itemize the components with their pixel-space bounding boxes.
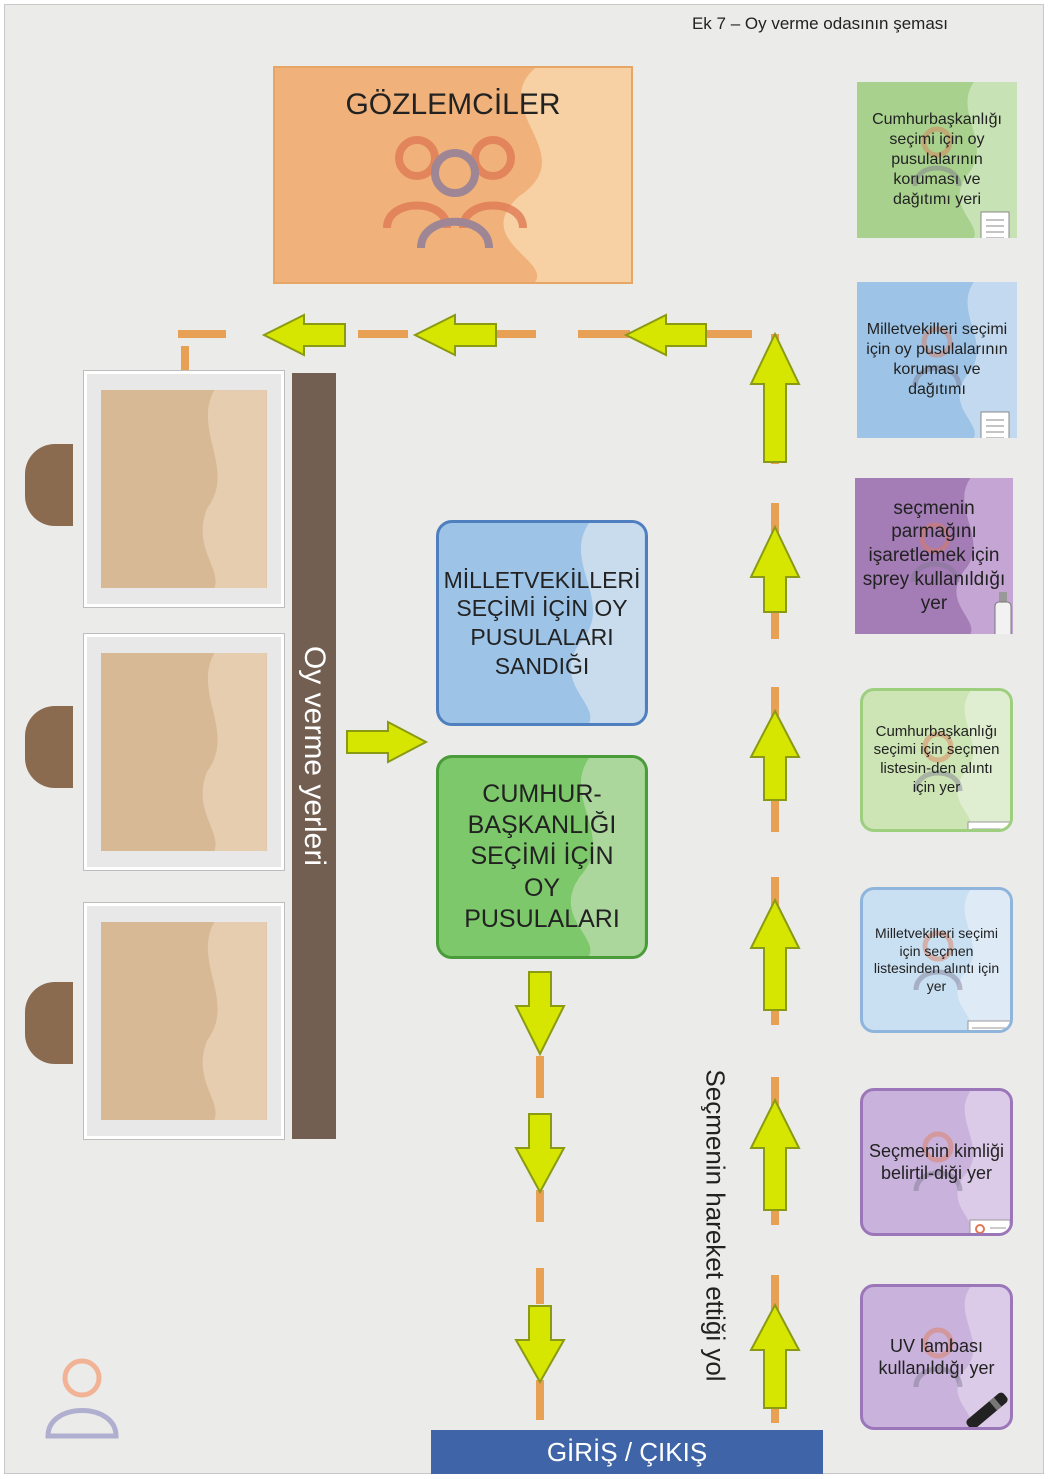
up-arrow bbox=[749, 708, 801, 801]
left-arrow bbox=[623, 313, 707, 357]
wave-decoration bbox=[959, 82, 1017, 238]
path-dash bbox=[178, 330, 226, 338]
down-arrow bbox=[514, 1113, 566, 1195]
chair bbox=[25, 444, 73, 526]
path-dash bbox=[181, 346, 189, 370]
path-dash bbox=[536, 1056, 544, 1098]
station-label: Milletvekilleri seçimi için seçmen liste… bbox=[873, 925, 1000, 994]
wave-decoration bbox=[503, 68, 631, 282]
person-icon bbox=[913, 1131, 963, 1192]
parliament-ballot-box: MİLLETVEKİLLERİ SEÇİMİ İÇİN OY PUSULALAR… bbox=[436, 520, 648, 726]
right-arrow bbox=[346, 720, 429, 764]
chair bbox=[25, 706, 73, 788]
path-dash bbox=[536, 1268, 544, 1304]
path-dash bbox=[706, 330, 752, 338]
station-finger-spray: seçmenin parmağını işaretlemek için spre… bbox=[855, 478, 1013, 634]
path-dash bbox=[578, 330, 630, 338]
wave-decoration bbox=[957, 890, 1010, 1030]
wave-decoration bbox=[959, 282, 1017, 438]
wave-decoration bbox=[571, 523, 645, 723]
observers-people-icon bbox=[383, 136, 527, 249]
voting-booth bbox=[84, 903, 284, 1139]
station-label: Cumhurbaşkanlığı seçimi için seçmen list… bbox=[873, 722, 1000, 796]
up-arrow bbox=[749, 331, 801, 463]
observers-label: GÖZLEMCİLER bbox=[345, 88, 561, 121]
path-dash bbox=[358, 330, 408, 338]
wave-decoration bbox=[956, 478, 1013, 634]
person-icon bbox=[912, 126, 962, 187]
presidential-ballot-box: CUMHUR-BAŞKANLIĞI SEÇİMİ İÇİN OY PUSULAL… bbox=[436, 755, 648, 959]
station-label: UV lambası kullanıldığı yer bbox=[878, 1335, 995, 1379]
station-label: seçmenin parmağını işaretlemek için spre… bbox=[862, 497, 1006, 614]
station-uv-lamp: UV lambası kullanıldığı yer bbox=[860, 1284, 1013, 1430]
list-document-icon bbox=[967, 821, 1010, 829]
chair bbox=[25, 982, 73, 1064]
down-arrow bbox=[514, 971, 566, 1057]
observers-area: GÖZLEMCİLER bbox=[273, 66, 633, 284]
wave-decoration bbox=[957, 691, 1010, 829]
station-voter-identity: Seçmenin kimliği belirtil-diği yer bbox=[860, 1088, 1013, 1236]
path-dash bbox=[496, 330, 536, 338]
station-presidential-distribution: Cumhurbaşkanlığı seçimi için oy pusulala… bbox=[857, 82, 1017, 238]
left-arrow bbox=[412, 313, 497, 357]
up-arrow bbox=[749, 524, 801, 613]
station-label: Cumhurbaşkanlığı seçimi için oy pusulala… bbox=[872, 111, 1002, 208]
voting-booth bbox=[84, 371, 284, 607]
list-document-icon bbox=[967, 1020, 1010, 1030]
up-arrow bbox=[749, 897, 801, 1011]
up-arrow bbox=[749, 1302, 801, 1409]
spray-bottle-icon bbox=[994, 592, 1012, 634]
station-label: Seçmenin kimliği belirtil-diği yer bbox=[868, 1140, 1005, 1184]
person-icon bbox=[912, 326, 962, 387]
entrance-exit-label: GİRİŞ / ÇIKIŞ bbox=[546, 1436, 708, 1467]
voter-icon bbox=[45, 1358, 119, 1439]
wave-decoration bbox=[571, 758, 645, 956]
station-label: Milletvekilleri seçimi için oy pusulalar… bbox=[866, 321, 1008, 398]
person-icon bbox=[913, 930, 963, 991]
entrance-exit: GİRİŞ / ÇIKIŞ bbox=[431, 1430, 823, 1474]
wave-decoration bbox=[957, 1287, 1010, 1427]
path-dash bbox=[536, 1380, 544, 1420]
wave-decoration bbox=[203, 653, 267, 851]
document-icon bbox=[980, 411, 1010, 438]
page-title: Ek 7 – Oy verme odasının şeması bbox=[691, 14, 949, 33]
up-arrow bbox=[749, 1097, 801, 1211]
station-presidential-voter-list: Cumhurbaşkanlığı seçimi için seçmen list… bbox=[860, 688, 1013, 832]
document-icon bbox=[980, 211, 1010, 238]
person-icon bbox=[910, 522, 960, 583]
presidential-ballot-box-label: CUMHUR-BAŞKANLIĞI SEÇİMİ İÇİN OY PUSULAL… bbox=[464, 779, 620, 933]
down-arrow bbox=[514, 1305, 566, 1385]
wave-decoration bbox=[203, 390, 267, 588]
parliament-ballot-box-label: MİLLETVEKİLLERİ SEÇİMİ İÇİN OY PUSULALAR… bbox=[443, 566, 641, 679]
station-parliament-distribution: Milletvekilleri seçimi için oy pusulalar… bbox=[857, 282, 1017, 438]
person-icon bbox=[913, 731, 963, 792]
voting-booths-bar: Oy verme yerleri bbox=[292, 373, 336, 1139]
person-icon bbox=[913, 1327, 963, 1388]
uv-lamp-icon bbox=[966, 1392, 1008, 1427]
station-parliament-voter-list: Milletvekilleri seçimi için seçmen liste… bbox=[860, 887, 1013, 1033]
wave-decoration bbox=[203, 922, 267, 1120]
wave-decoration bbox=[957, 1091, 1010, 1233]
voting-booth bbox=[84, 634, 284, 870]
left-arrow bbox=[261, 313, 346, 357]
id-card-icon bbox=[969, 1219, 1010, 1233]
path-dash bbox=[536, 1190, 544, 1222]
